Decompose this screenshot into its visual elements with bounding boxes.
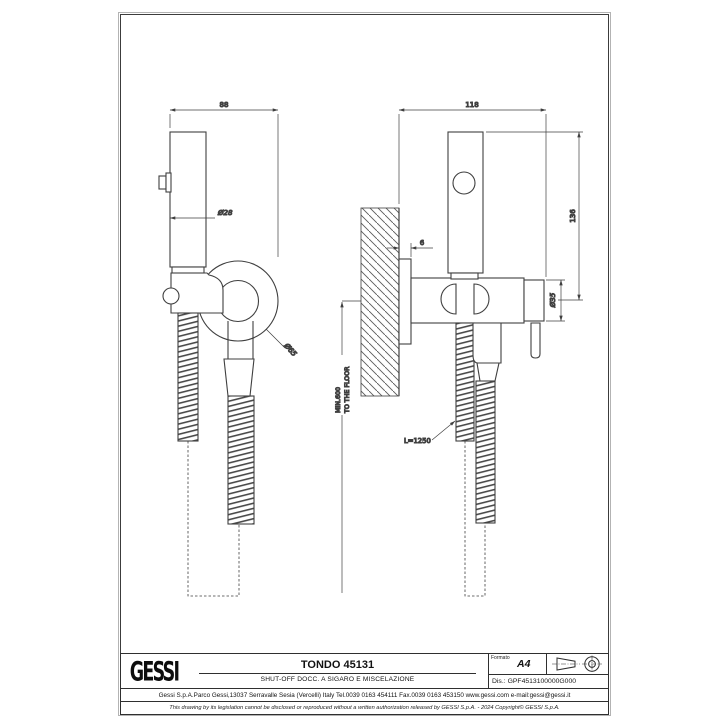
dim-floor-clearance xyxy=(340,300,361,593)
handspray-handle xyxy=(169,131,207,268)
hose-coil-side-front xyxy=(475,380,496,524)
dim-handle-diameter-label: Ø28 xyxy=(217,209,233,217)
dim-floor-clearance-label-1: MIN.600 xyxy=(335,387,342,413)
dim-side-depth-label: 118 xyxy=(465,101,478,109)
title-divider xyxy=(199,672,476,674)
format-value: A4 xyxy=(517,658,531,670)
holder-cup-notch xyxy=(162,287,180,305)
format-section: Formato A4 xyxy=(488,654,608,688)
holder-clamp-right xyxy=(473,283,490,315)
hose-continuation-side xyxy=(464,441,486,597)
hose-coil-front-left xyxy=(177,312,199,442)
drawing-number-label: Dis.: xyxy=(492,678,506,685)
dim-floor-clearance-label-2: TO THE FLOOR xyxy=(344,366,351,414)
shutoff-knob-base xyxy=(165,172,172,193)
drawing-sheet: 88 Ø28 xyxy=(117,11,612,717)
drawing-subtitle: SHUT-OFF DOCC. A SIGARO E MISCELAZIONE xyxy=(260,675,415,683)
hose-elbow xyxy=(472,322,502,364)
dim-body-diameter-label: Ø35 xyxy=(549,292,557,308)
dim-holder-leader xyxy=(265,328,286,349)
front-view: 88 Ø28 xyxy=(158,100,299,597)
mixer-body xyxy=(410,277,525,324)
title-cell: TONDO 45131 SHUT-OFF DOCC. A SIGARO E MI… xyxy=(187,654,488,688)
hose-nut-side xyxy=(476,362,500,382)
dim-hose-length-label: L=1250 xyxy=(404,437,431,445)
wall-plate xyxy=(398,258,412,345)
dim-plate-thickness-label: 6 xyxy=(420,239,425,247)
company-address: Gessi S.p.A.Parco Gessi,13037 Serravalle… xyxy=(121,689,608,702)
dim-side-depth xyxy=(398,108,547,277)
drawing-title: TONDO 45131 xyxy=(300,658,375,671)
copyright-disclaimer: This drawing by its legislation cannot b… xyxy=(169,705,560,711)
technical-drawing: 88 Ø28 xyxy=(158,100,583,597)
hose-continuation-front xyxy=(187,441,240,597)
handle-neck-side xyxy=(450,272,479,280)
shutoff-button-side xyxy=(452,171,476,195)
mixer-end-cap xyxy=(523,279,545,322)
format-cell: Formato A4 xyxy=(489,654,547,674)
format-row: Formato A4 xyxy=(489,654,608,675)
hose-coil-front-center xyxy=(227,395,255,525)
holder-cup xyxy=(170,272,224,314)
handle-collar xyxy=(171,266,205,274)
drawing-number-cell: Dis.: GPF4513100000G000 xyxy=(489,675,608,688)
dim-front-width-label: 88 xyxy=(220,101,229,109)
format-label: Formato xyxy=(491,655,510,661)
handspray-handle-side xyxy=(447,131,484,274)
gessi-logo: GESSI xyxy=(129,655,180,687)
dim-plate-thickness xyxy=(387,243,433,257)
mixer-lever xyxy=(530,322,541,359)
shutoff-knob xyxy=(158,175,167,190)
dim-height-label: 136 xyxy=(569,209,577,223)
holder-clamp-left xyxy=(440,283,457,315)
first-angle-projection-icon xyxy=(547,654,608,674)
title-block: GESSI TONDO 45131 SHUT-OFF DOCC. A SIGAR… xyxy=(120,653,609,715)
hose-coil-side-rear xyxy=(455,322,475,442)
dim-hose-length-leader xyxy=(431,420,456,441)
drawing-number: GPF4513100000G000 xyxy=(507,678,577,685)
dim-holder-diameter-label: Ø65 xyxy=(282,341,299,358)
side-view: 118 6 xyxy=(334,100,583,597)
wall-section xyxy=(360,207,400,397)
title-block-main-row: GESSI TONDO 45131 SHUT-OFF DOCC. A SIGAR… xyxy=(121,654,608,689)
hose-nut-front xyxy=(223,358,255,397)
dim-body-diameter xyxy=(546,279,565,322)
spray-face xyxy=(216,279,260,323)
dim-front-width xyxy=(169,108,279,257)
